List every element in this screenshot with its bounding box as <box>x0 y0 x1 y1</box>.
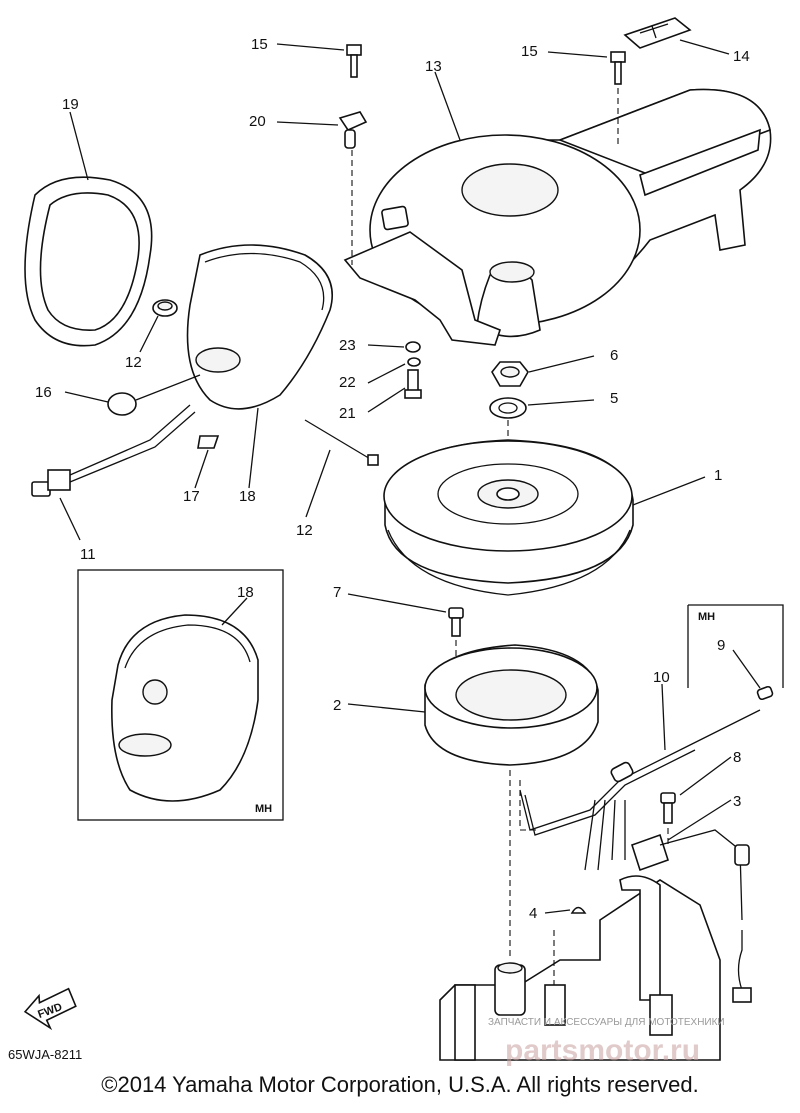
watermark-brand: partsmotor.ru <box>505 1034 700 1067</box>
flywheel-part-1 <box>383 439 634 596</box>
diagram-code: 65WJA-8211 <box>8 1047 82 1062</box>
inset-box-part-18 <box>77 569 284 821</box>
silencer-cover-part-18 <box>186 244 334 410</box>
callout-15-right: 15 <box>521 43 538 60</box>
callout-21: 21 <box>339 405 356 422</box>
decal-part-14 <box>623 17 692 49</box>
watermark: ЗАПЧАСТИ И АКСЕССУАРЫ ДЛЯ МОТОТЕХНИКИ pa… <box>488 1017 725 1067</box>
plug-part-16 <box>107 374 201 416</box>
callout-11: 11 <box>80 546 96 563</box>
label-part-17 <box>197 435 220 449</box>
callout-6: 6 <box>610 347 618 364</box>
callout-22: 22 <box>339 374 356 391</box>
callout-16: 16 <box>35 384 52 401</box>
callout-7: 7 <box>333 584 341 601</box>
power-head-base <box>439 770 721 1061</box>
fwd-arrow-icon <box>23 987 77 1031</box>
bolt-part-15-right <box>610 51 626 148</box>
stator-part-2 <box>424 644 599 766</box>
washer-part-23 <box>405 341 421 353</box>
seal-ring-part-19 <box>24 176 153 347</box>
callout-1: 1 <box>714 467 722 484</box>
lock-washer-part-22 <box>407 357 421 367</box>
bolt-part-15-left <box>346 44 362 78</box>
bolt-part-21 <box>404 369 422 399</box>
callout-10: 10 <box>653 669 670 686</box>
callout-14: 14 <box>733 48 750 65</box>
grommet-part-12 <box>152 299 178 317</box>
callout-9: 9 <box>717 637 725 654</box>
callout-15-left: 15 <box>251 36 268 53</box>
callout-2: 2 <box>333 697 341 714</box>
clamp-part-20 <box>338 111 368 265</box>
copyright-notice: ©2014 Yamaha Motor Corporation, U.S.A. A… <box>101 1072 699 1097</box>
nut-part-6 <box>491 361 529 387</box>
flywheel-cover-part-13 <box>343 88 772 346</box>
callout-18-main: 18 <box>239 488 256 505</box>
callout-5: 5 <box>610 390 618 407</box>
inset-mh-label-left: MH <box>255 803 272 815</box>
washer-part-5 <box>489 397 527 488</box>
cable-tie-part-12 <box>304 419 379 466</box>
inset-mh-label-right: MH <box>698 611 715 623</box>
bolt-part-8 <box>660 792 676 845</box>
leader-lines <box>59 39 761 914</box>
watermark-tagline: ЗАПЧАСТИ И АКСЕССУАРЫ ДЛЯ МОТОТЕХНИКИ <box>488 1017 725 1028</box>
callout-19: 19 <box>62 96 79 113</box>
callout-18-inset: 18 <box>237 584 254 601</box>
inset-box-right-mh <box>687 604 784 688</box>
callout-3: 3 <box>733 793 741 810</box>
callout-20: 20 <box>249 113 266 130</box>
callout-17: 17 <box>183 488 200 505</box>
pulser-coil-part-3 <box>631 829 752 1003</box>
sensor-part-11 <box>31 404 196 497</box>
callout-13: 13 <box>425 58 442 75</box>
callout-23: 23 <box>339 337 356 354</box>
callout-8: 8 <box>733 749 741 766</box>
callout-12-lower: 12 <box>296 522 313 539</box>
callout-4: 4 <box>529 905 537 922</box>
cap-part-4 <box>570 906 587 914</box>
callout-12-upper: 12 <box>125 354 142 371</box>
grommet-part-9 <box>756 685 774 701</box>
harness-part-10 <box>519 709 761 871</box>
